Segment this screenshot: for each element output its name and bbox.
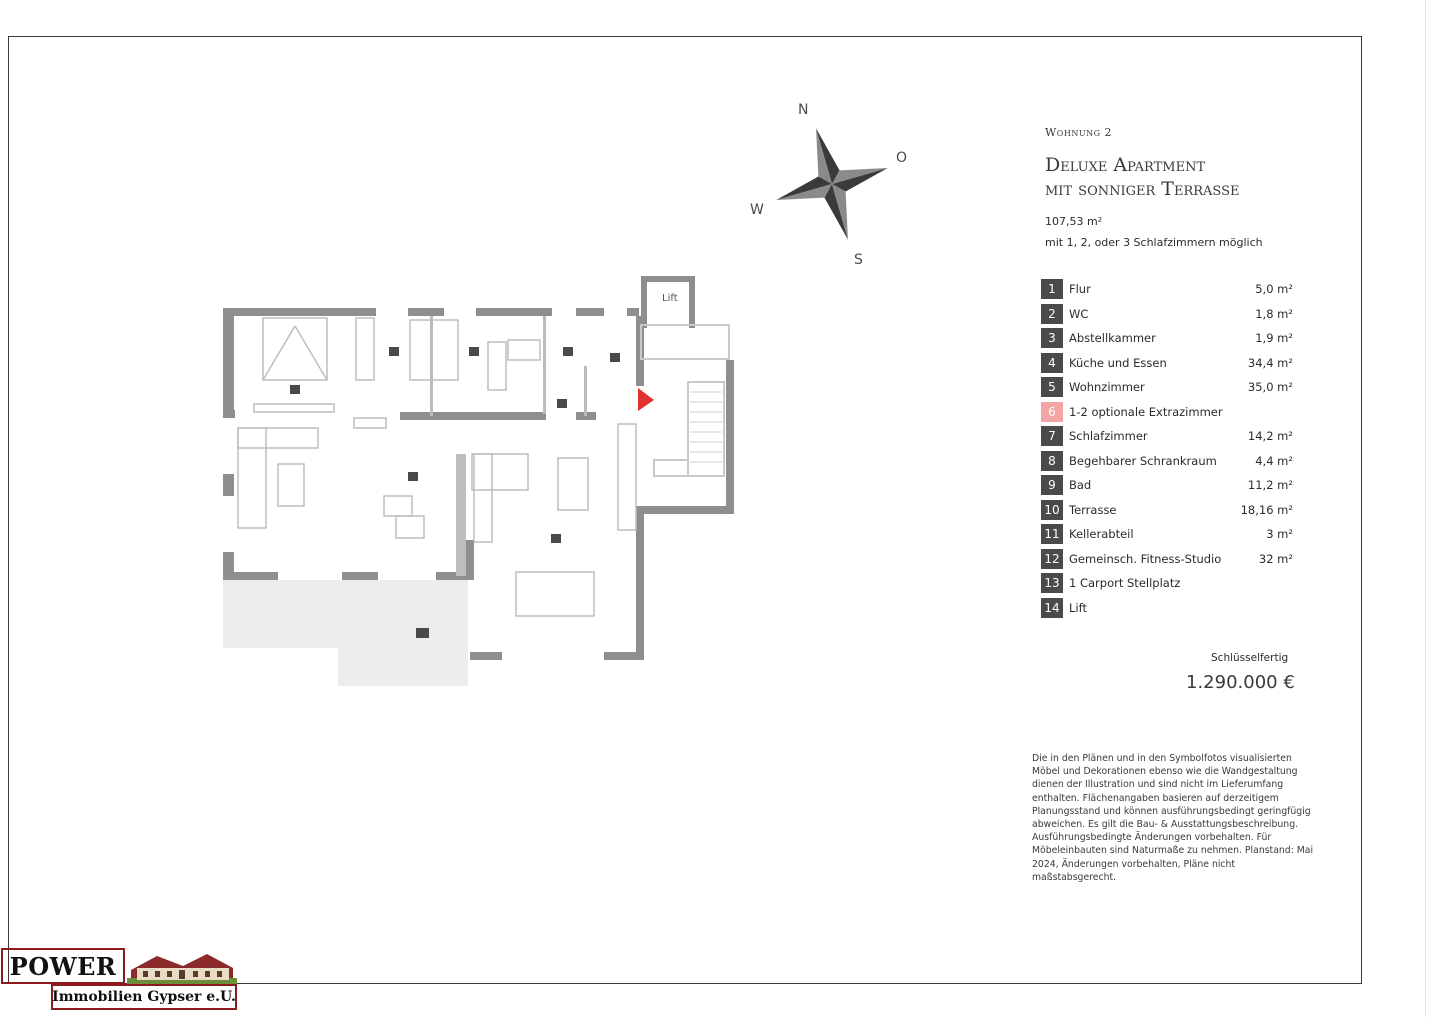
compass-west: W (750, 202, 764, 218)
room-size: 4,4 m² (1255, 453, 1293, 468)
compass-north: N (798, 102, 809, 118)
room-size: 18,16 m² (1240, 502, 1293, 517)
room-number: 7 (1041, 426, 1063, 447)
room-name: Terrasse (1069, 502, 1117, 517)
room-row-optional: 6 1-2 optionale Extrazimmer (1041, 400, 1293, 425)
compass-rose: N O S W (740, 96, 920, 276)
room-row: 12 Gemeinsch. Fitness-Studio 32 m² (1041, 547, 1293, 572)
room-name: Lift (1069, 600, 1087, 615)
room-name: Gemeinsch. Fitness-Studio (1069, 551, 1222, 566)
room-size: 1,9 m² (1255, 331, 1293, 346)
apartment-title-line2: mit sonniger Terrasse (1045, 178, 1240, 200)
room-name: Begehbarer Schrankraum (1069, 453, 1217, 468)
stair-core-outline (640, 324, 730, 477)
room-row: 11 Kellerabteil 3 m² (1041, 522, 1293, 547)
room-size: 34,4 m² (1247, 355, 1293, 370)
room-number: 1 (1041, 279, 1063, 300)
room-name: Wohnzimmer (1069, 380, 1145, 395)
room-number: 10 (1041, 499, 1063, 520)
room-number: 2 (1041, 303, 1063, 324)
room-row: 3 Abstellkammer 1,9 m² (1041, 326, 1293, 351)
room-row: 7 Schlafzimmer 14,2 m² (1041, 424, 1293, 449)
compass-east: O (896, 150, 908, 166)
apartment-bedrooms-note: mit 1, 2, oder 3 Schlafzimmern möglich (1045, 236, 1263, 249)
apartment-number: Wohnung 2 (1045, 126, 1112, 139)
compass-star-icon (776, 128, 888, 240)
room-row: 10 Terrasse 18,16 m² (1041, 498, 1293, 523)
room-size: 35,0 m² (1247, 380, 1293, 395)
furniture (237, 317, 637, 617)
apartment-area: 107,53 m² (1045, 215, 1103, 228)
room-number: 11 (1041, 524, 1063, 545)
room-row: 14 Lift (1041, 596, 1293, 621)
room-name: Küche und Essen (1069, 355, 1167, 370)
room-name: Bad (1069, 478, 1092, 493)
company-logo: POWER Immobilien Gypser e.U. (1, 946, 241, 1014)
room-name: Schlafzimmer (1069, 429, 1148, 444)
room-size: 14,2 m² (1247, 429, 1293, 444)
room-row: 13 1 Carport Stellplatz (1041, 571, 1293, 596)
scan-edge-line (1425, 0, 1426, 1017)
house-logo-icon (127, 954, 237, 984)
room-number: 12 (1041, 548, 1063, 569)
room-name: 1 Carport Stellplatz (1069, 576, 1181, 591)
room-name: Kellerabteil (1069, 527, 1134, 542)
logo-company-name: Immobilien Gypser e.U. (51, 984, 237, 1010)
entrance-marker (638, 388, 654, 411)
room-number: 6 (1041, 401, 1063, 422)
stair-treads (690, 391, 722, 463)
apartment-title: Deluxe Apartment mit sonniger Terrasse (1045, 153, 1305, 201)
room-name: Abstellkammer (1069, 331, 1156, 346)
logo-brand: POWER (1, 948, 125, 984)
room-size: 3 m² (1266, 527, 1293, 542)
sheet-frame (8, 36, 1362, 984)
disclaimer-text: Die in den Plänen und in den Symbolfotos… (1032, 753, 1314, 883)
compass-south: S (854, 252, 863, 268)
room-size: 5,0 m² (1255, 282, 1293, 297)
room-number: 9 (1041, 475, 1063, 496)
room-size: 11,2 m² (1247, 478, 1293, 493)
room-number: 3 (1041, 328, 1063, 349)
price-label: Schlüsselfertig (1211, 652, 1289, 664)
lift-plan-label: Lift (662, 293, 678, 304)
price-value: 1.290.000 € (1186, 672, 1295, 693)
terrace (223, 580, 468, 686)
room-list: 1 Flur 5,0 m² 2 WC 1,8 m² 3 Abstellkammer 1,9 … (1041, 277, 1293, 620)
room-size: 1,8 m² (1255, 306, 1293, 321)
room-number: 8 (1041, 450, 1063, 471)
room-name: 1-2 optionale Extrazimmer (1069, 404, 1223, 419)
room-number: 13 (1041, 573, 1063, 594)
room-size: 32 m² (1258, 551, 1293, 566)
room-row: 9 Bad 11,2 m² (1041, 473, 1293, 498)
room-markers (290, 347, 620, 638)
room-row: 1 Flur 5,0 m² (1041, 277, 1293, 302)
room-name: WC (1069, 306, 1089, 321)
room-number: 14 (1041, 597, 1063, 618)
apartment-info: Wohnung 2 Deluxe Apartment mit sonniger … (1045, 126, 1305, 249)
apartment-title-line1: Deluxe Apartment (1045, 154, 1206, 176)
room-name: Flur (1069, 282, 1091, 297)
room-row: 8 Begehbarer Schrankraum 4,4 m² (1041, 449, 1293, 474)
room-row: 2 WC 1,8 m² (1041, 302, 1293, 327)
room-number: 4 (1041, 352, 1063, 373)
room-row: 5 Wohnzimmer 35,0 m² (1041, 375, 1293, 400)
room-row: 4 Küche und Essen 34,4 m² (1041, 351, 1293, 376)
room-number: 5 (1041, 377, 1063, 398)
